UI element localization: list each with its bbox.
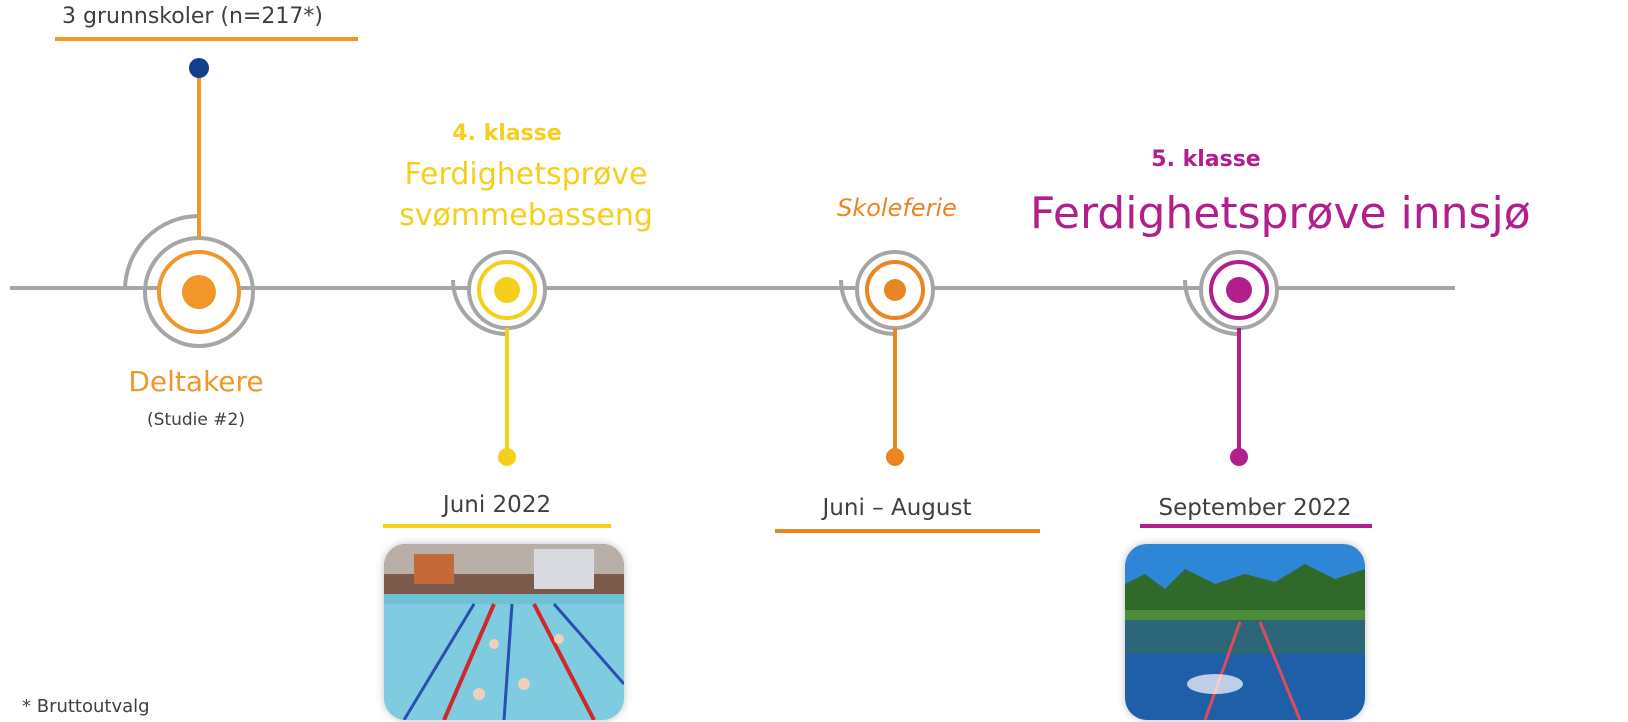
participants-sublabel: (Studie #2)	[147, 410, 245, 430]
milestone-lake	[1183, 250, 1279, 466]
participants-label: Deltakere	[128, 365, 264, 398]
pool-grade: 4. klasse	[452, 121, 562, 146]
milestone-pool	[451, 250, 547, 466]
milestone-summer	[839, 250, 935, 466]
lake-photo	[1125, 544, 1365, 720]
lake-title: Ferdighetsprøve innsjø	[1030, 188, 1531, 239]
lake-date: September 2022	[1158, 495, 1352, 521]
lake-grade: 5. klasse	[1151, 147, 1261, 172]
pool-title-line2: svømmebasseng	[399, 198, 653, 233]
milestone-participants-arc	[123, 214, 200, 291]
participants-top-label: 3 grunnskoler (n=217*)	[62, 4, 323, 29]
milestone-participants-top-dot	[189, 58, 209, 78]
milestone-participants	[123, 58, 255, 348]
summer-date: Juni – August	[822, 495, 972, 521]
footnote: * Bruttoutvalg	[22, 696, 150, 717]
pool-date: Juni 2022	[442, 492, 552, 518]
summer-title: Skoleferie	[837, 194, 957, 222]
swimming-pool-photo	[384, 544, 624, 720]
pool-title-line1: Ferdighetsprøve	[404, 157, 648, 192]
